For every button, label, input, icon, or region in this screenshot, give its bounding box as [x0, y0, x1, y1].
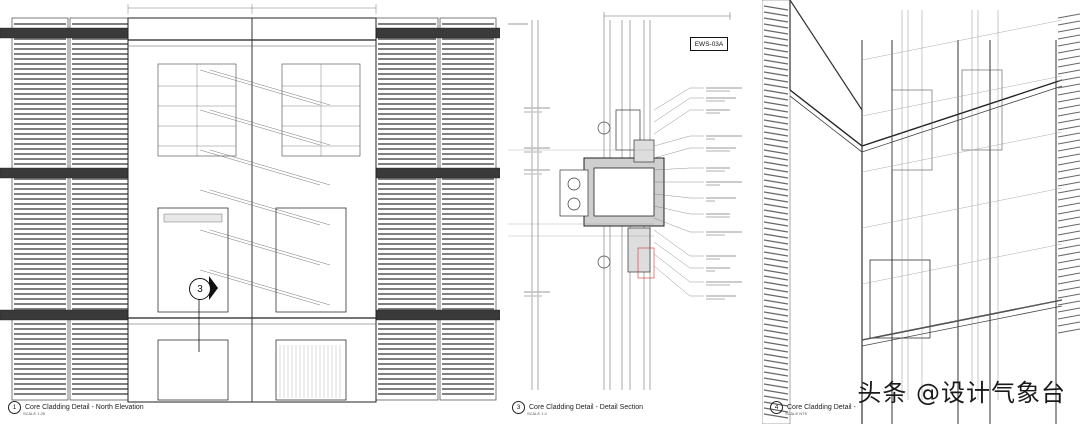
north-elevation-panel: 3 1 Core Cladding Detail - North Elevati… — [0, 0, 500, 424]
axonometric-caption: 4 Core Cladding Detail - SCALE NTS — [770, 401, 856, 416]
detail-section-caption: 3 Core Cladding Detail - Detail Section … — [512, 401, 643, 416]
detail-section-panel: EWS-03A 3 Core Cladding Detail - Detail … — [504, 0, 758, 424]
panel-scale: SCALE 1:2 — [527, 411, 547, 416]
panel-title: Core Cladding Detail - — [787, 404, 856, 411]
north-elevation-drawing — [0, 4, 500, 403]
panel-scale: SCALE NTS — [785, 411, 808, 416]
panel-number: 1 — [8, 401, 21, 414]
panel-title: Core Cladding Detail - Detail Section — [529, 404, 643, 411]
axonometric-panel: 4 Core Cladding Detail - SCALE NTS 头条 @设… — [762, 0, 1080, 424]
panel-title: Core Cladding Detail - North Elevation — [25, 404, 144, 411]
north-elevation-caption: 1 Core Cladding Detail - North Elevation… — [8, 401, 144, 416]
panel-scale: SCALE 1:25 — [23, 411, 46, 416]
watermark: 头条 @设计气象台 — [857, 379, 1066, 407]
detail-callout-bubble: 3 — [189, 278, 211, 300]
section-tag: EWS-03A — [690, 37, 728, 51]
axonometric-drawing — [762, 0, 1080, 424]
panel-number: 3 — [512, 401, 525, 414]
detail-section-drawing — [508, 12, 742, 390]
panel-number: 4 — [770, 401, 783, 414]
